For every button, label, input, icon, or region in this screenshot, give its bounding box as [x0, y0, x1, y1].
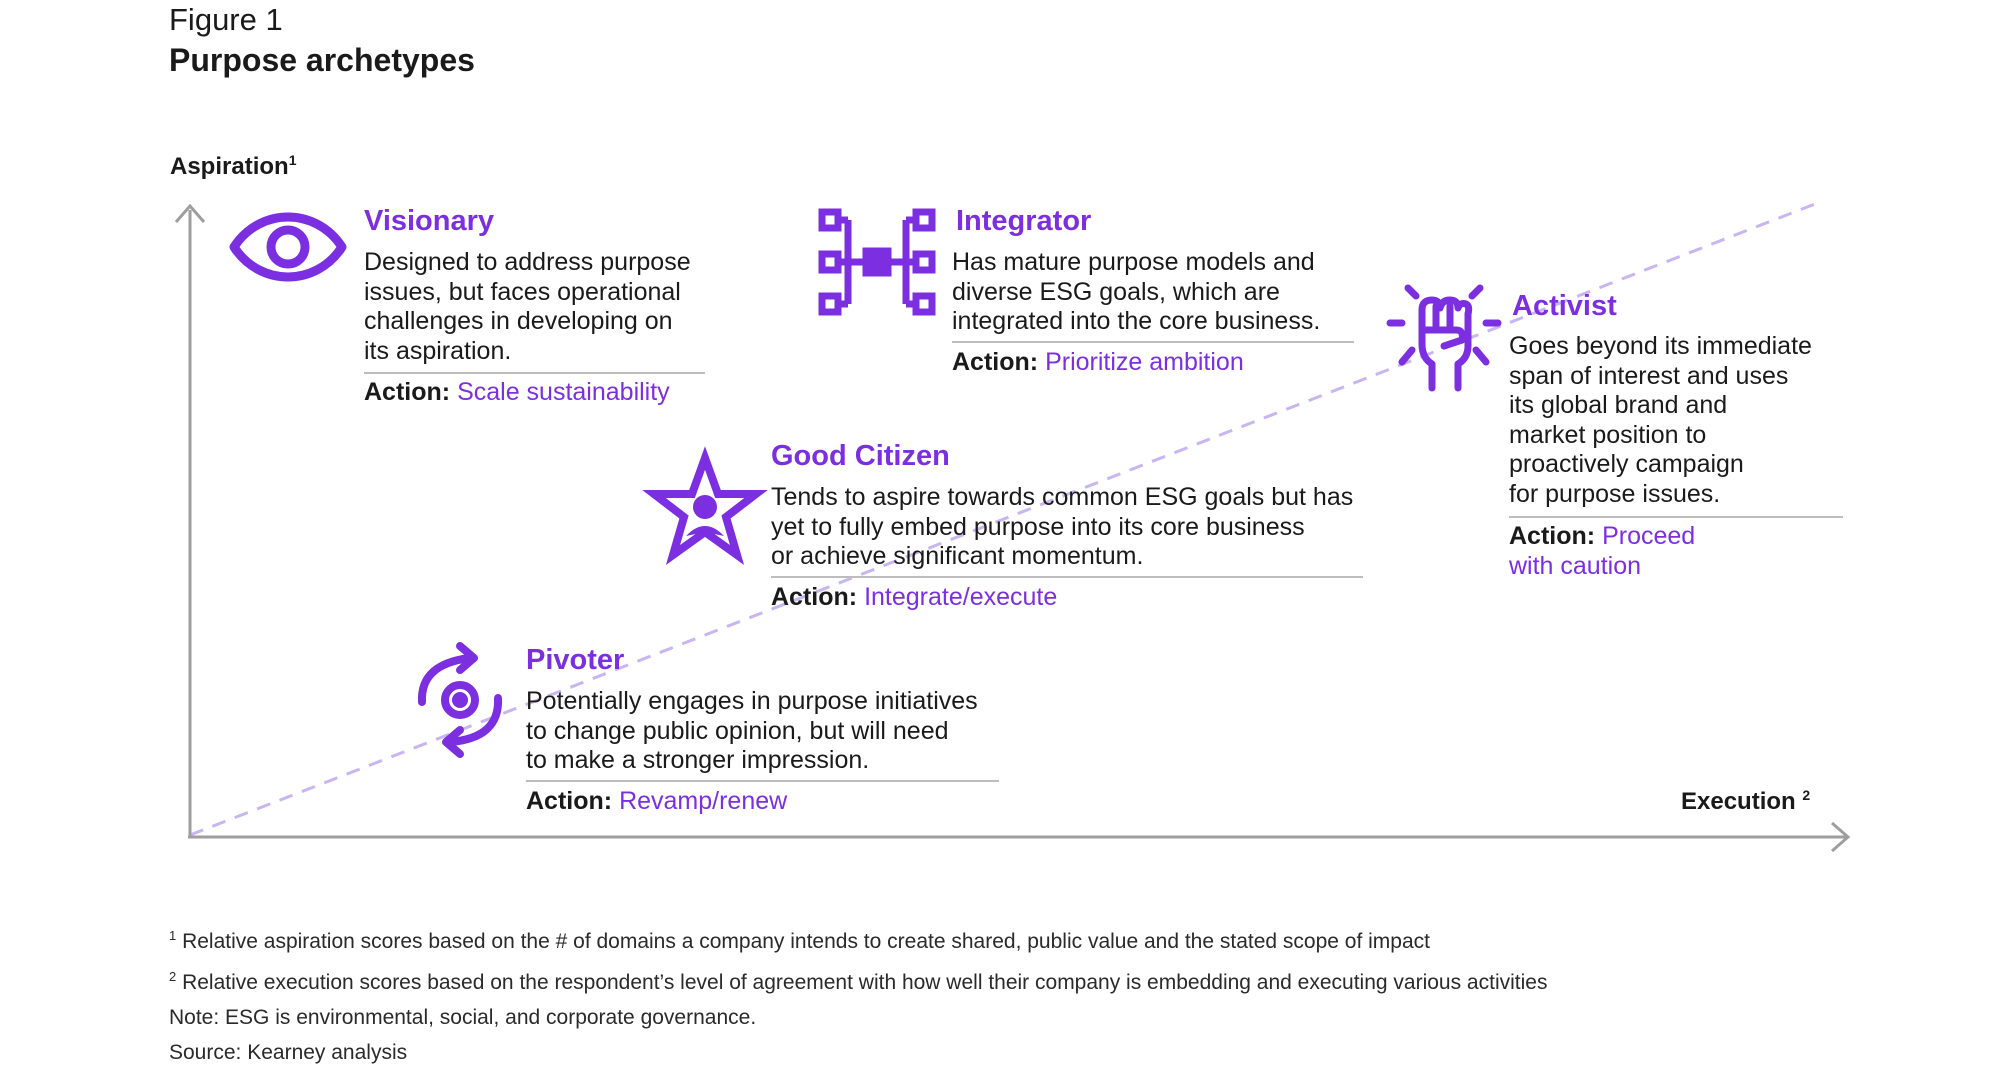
activist-desc-line: Goes beyond its immediate: [1509, 332, 1812, 360]
activist-desc-line: its global brand and: [1509, 391, 1728, 419]
activist-action-value-line: with caution: [1509, 551, 1642, 580]
action-key: Action:: [1509, 522, 1596, 550]
activist-action: Action: Proceed with caution: [1509, 522, 1695, 581]
x-axis-label: Execution 2: [1681, 787, 1810, 816]
pivot-arrows-icon: [410, 642, 510, 758]
activist-desc-line: span of interest and uses: [1509, 361, 1789, 390]
footnote-2: 2 Relative execution scores based on the…: [169, 959, 1547, 1000]
visionary-desc-line: issues, but faces operational: [364, 277, 681, 306]
good-citizen-desc-line: or achieve significant momentum.: [771, 542, 1144, 570]
source-note: Source: Kearney analysis: [169, 1041, 408, 1064]
visionary-desc-line: its aspiration.: [364, 336, 512, 365]
visionary-action-value: Scale sustainability: [457, 378, 670, 406]
activist-desc-line: proactively campaign: [1509, 450, 1744, 478]
integrator-desc-line: Has mature purpose models and: [952, 248, 1315, 276]
pivoter-desc-line: Potentially engages in purpose initiativ…: [526, 687, 978, 715]
raised-fist-icon: [1386, 284, 1502, 394]
action-key: Action:: [952, 348, 1039, 376]
pivoter-action: Action: Revamp/renew: [526, 787, 787, 817]
x-axis-footnote-marker: 2: [1802, 787, 1811, 803]
activist-description: Goes beyond its immediate span of intere…: [1509, 332, 1812, 509]
pivoter-action-value: Revamp/renew: [619, 787, 788, 815]
good-citizen-action: Action: Integrate/execute: [771, 583, 1057, 613]
integrator-action: Action: Prioritize ambition: [952, 348, 1244, 378]
footnote-2-marker: 2: [169, 969, 177, 984]
footnote-1: 1 Relative aspiration scores based on th…: [169, 918, 1547, 959]
activist-action-value-line: Proceed: [1602, 522, 1696, 550]
integrator-description: Has mature purpose models and diverse ES…: [952, 248, 1320, 337]
good-citizen-description: Tends to aspire towards common ESG goals…: [771, 483, 1353, 572]
y-axis-label-text: Aspiration: [170, 153, 289, 180]
activist-title: Activist: [1512, 290, 1617, 322]
action-key: Action:: [364, 378, 451, 406]
visionary-desc-line: Designed to address purpose: [364, 248, 691, 276]
eye-icon: [229, 205, 347, 289]
good-citizen-title: Good Citizen: [771, 440, 950, 472]
integrator-title: Integrator: [956, 205, 1092, 237]
visionary-description: Designed to address purpose issues, but …: [364, 248, 691, 366]
visionary-divider: [364, 372, 705, 374]
footnote-2-text: Relative execution scores based on the r…: [182, 971, 1548, 994]
y-axis-label: Aspiration1: [170, 152, 296, 181]
x-axis-arrowhead: [1831, 821, 1851, 853]
good-citizen-desc-line: Tends to aspire towards common ESG goals…: [771, 483, 1354, 511]
activist-divider: [1509, 516, 1843, 518]
activist-desc-line: market position to: [1509, 420, 1707, 449]
figure-title: Purpose archetypes: [169, 42, 475, 78]
action-key: Action:: [526, 787, 613, 815]
y-axis-arrowhead: [174, 203, 206, 223]
visionary-action: Action: Scale sustainability: [364, 378, 670, 408]
footnote-1-marker: 1: [169, 928, 177, 943]
x-axis-label-text: Execution: [1681, 788, 1796, 815]
integrator-divider: [952, 341, 1354, 343]
y-axis-footnote-marker: 1: [288, 152, 297, 168]
good-citizen-desc-line: yet to fully embed purpose into its core…: [771, 512, 1305, 541]
integrator-desc-line: integrated into the core business.: [952, 307, 1321, 335]
integrator-action-value: Prioritize ambition: [1045, 348, 1244, 376]
integrator-desc-line: diverse ESG goals, which are: [952, 277, 1280, 306]
visionary-title: Visionary: [364, 205, 495, 237]
action-key: Action:: [771, 583, 858, 611]
activist-desc-line: for purpose issues.: [1509, 479, 1721, 508]
footnote-1-text: Relative aspiration scores based on the …: [182, 930, 1430, 953]
footnotes: 1 Relative aspiration scores based on th…: [169, 918, 1547, 1070]
good-citizen-divider: [771, 576, 1363, 578]
pivoter-divider: [526, 780, 999, 782]
good-citizen-action-value: Integrate/execute: [864, 583, 1058, 611]
note-esg: Note: ESG is environmental, social, and …: [169, 1006, 757, 1029]
visionary-desc-line: challenges in developing on: [364, 307, 673, 335]
figure-label: Figure 1: [169, 2, 283, 37]
pivoter-title: Pivoter: [526, 644, 625, 676]
pivoter-description: Potentially engages in purpose initiativ…: [526, 687, 978, 776]
network-icon: [818, 208, 936, 316]
pivoter-desc-line: to change public opinion, but will need: [526, 716, 949, 745]
star-person-icon: [642, 446, 768, 565]
pivoter-desc-line: to make a stronger impression.: [526, 746, 870, 774]
